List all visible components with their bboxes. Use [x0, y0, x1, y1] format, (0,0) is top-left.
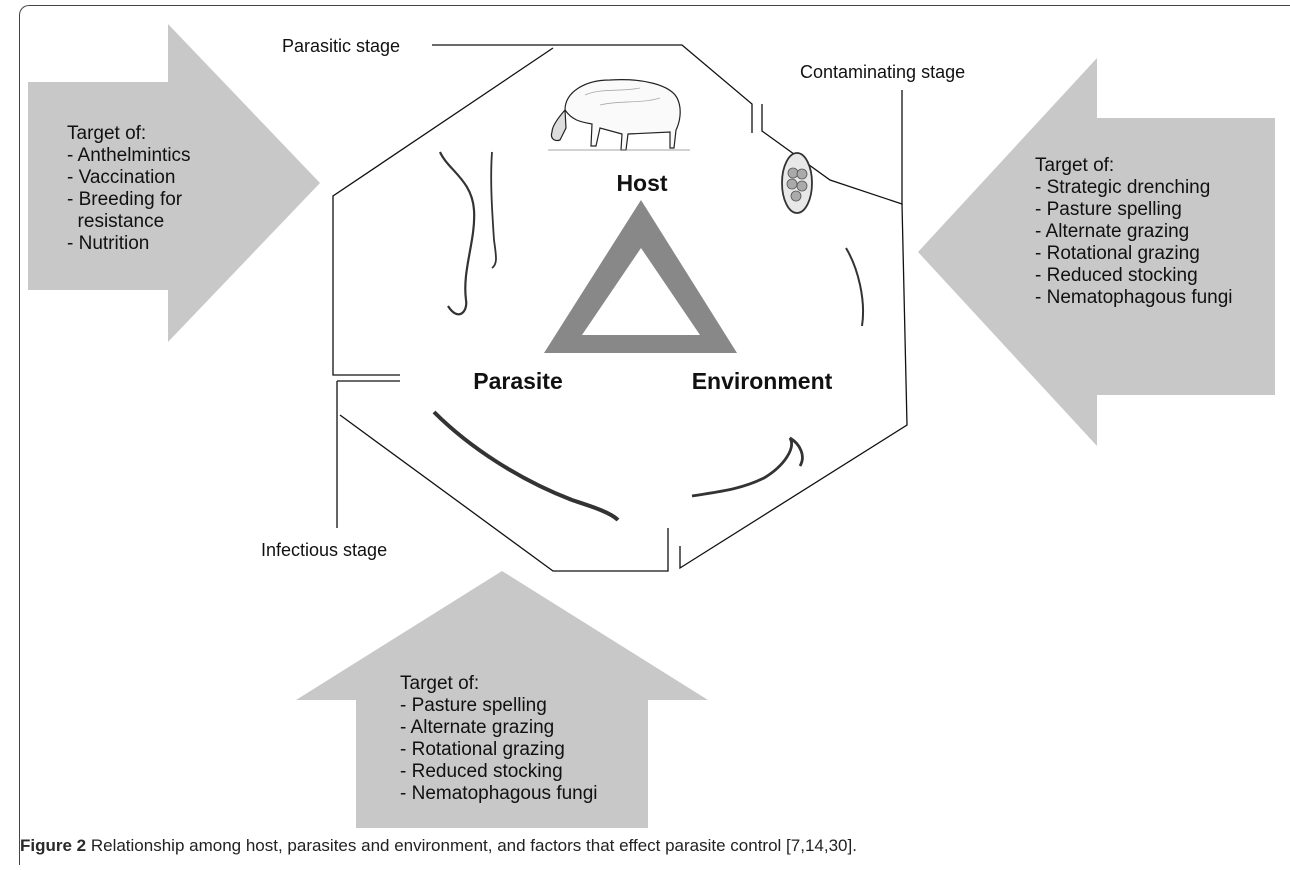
- bottom-target-heading: Target of:: [400, 673, 480, 694]
- list-item: - Nematophagous fungi: [1035, 287, 1233, 308]
- list-item: - Nematophagous fungi: [400, 783, 598, 804]
- bottom-target-arrow: [296, 571, 708, 828]
- caption-text: Relationship among host, parasites and e…: [86, 836, 857, 855]
- list-item: - Strategic drenching: [1035, 177, 1211, 198]
- sheep-grazing-illustration: [548, 79, 690, 151]
- right-target-arrow: [918, 58, 1275, 446]
- contaminating-stage-segment: [761, 90, 903, 205]
- egg-illustration: [781, 152, 813, 214]
- infectious-stage-label: Infectious stage: [261, 540, 387, 560]
- contaminating-stage-label: Contaminating stage: [800, 62, 965, 82]
- parasitic-stage-label: Parasitic stage: [282, 36, 400, 56]
- list-item: resistance: [67, 211, 165, 232]
- list-item: - Rotational grazing: [1035, 243, 1200, 264]
- list-item: - Alternate grazing: [1035, 221, 1190, 242]
- cycle-octagon: [332, 44, 908, 572]
- list-item: - Nutrition: [67, 233, 150, 254]
- bottom-target-list: Target of: - Pasture spelling - Alternat…: [400, 673, 598, 805]
- host-label: Host: [616, 170, 667, 196]
- larva-illustration: [845, 247, 865, 327]
- right-target-list: Target of: - Strategic drenching - Pastu…: [1035, 155, 1233, 309]
- list-item: - Vaccination: [67, 167, 176, 188]
- list-item: - Reduced stocking: [400, 761, 563, 782]
- list-item: - Pasture spelling: [1035, 199, 1182, 220]
- larva-illustration: [432, 410, 620, 522]
- larva-illustration: [691, 436, 804, 498]
- left-target-heading: Target of:: [67, 123, 147, 144]
- figure-label: Figure 2: [20, 836, 87, 855]
- list-item: - Anthelmintics: [67, 145, 191, 166]
- list-item: - Pasture spelling: [400, 695, 547, 716]
- environment-label: Environment: [692, 368, 833, 394]
- adult-worm-illustration: [438, 151, 497, 316]
- parasitic-stage-segment: [432, 44, 753, 133]
- right-target-heading: Target of:: [1035, 155, 1115, 176]
- figure-frame: [19, 5, 1290, 865]
- parasite-label: Parasite: [473, 368, 563, 394]
- list-item: - Rotational grazing: [400, 739, 565, 760]
- list-item: - Alternate grazing: [400, 717, 555, 738]
- list-item: - Reduced stocking: [1035, 265, 1198, 286]
- list-item: - Breeding for: [67, 189, 183, 210]
- figure-caption: Figure 2 Relationship among host, parasi…: [20, 836, 1280, 856]
- left-target-list: Target of: - Anthelmintics - Vaccination…: [67, 123, 191, 255]
- left-target-arrow: [28, 24, 320, 342]
